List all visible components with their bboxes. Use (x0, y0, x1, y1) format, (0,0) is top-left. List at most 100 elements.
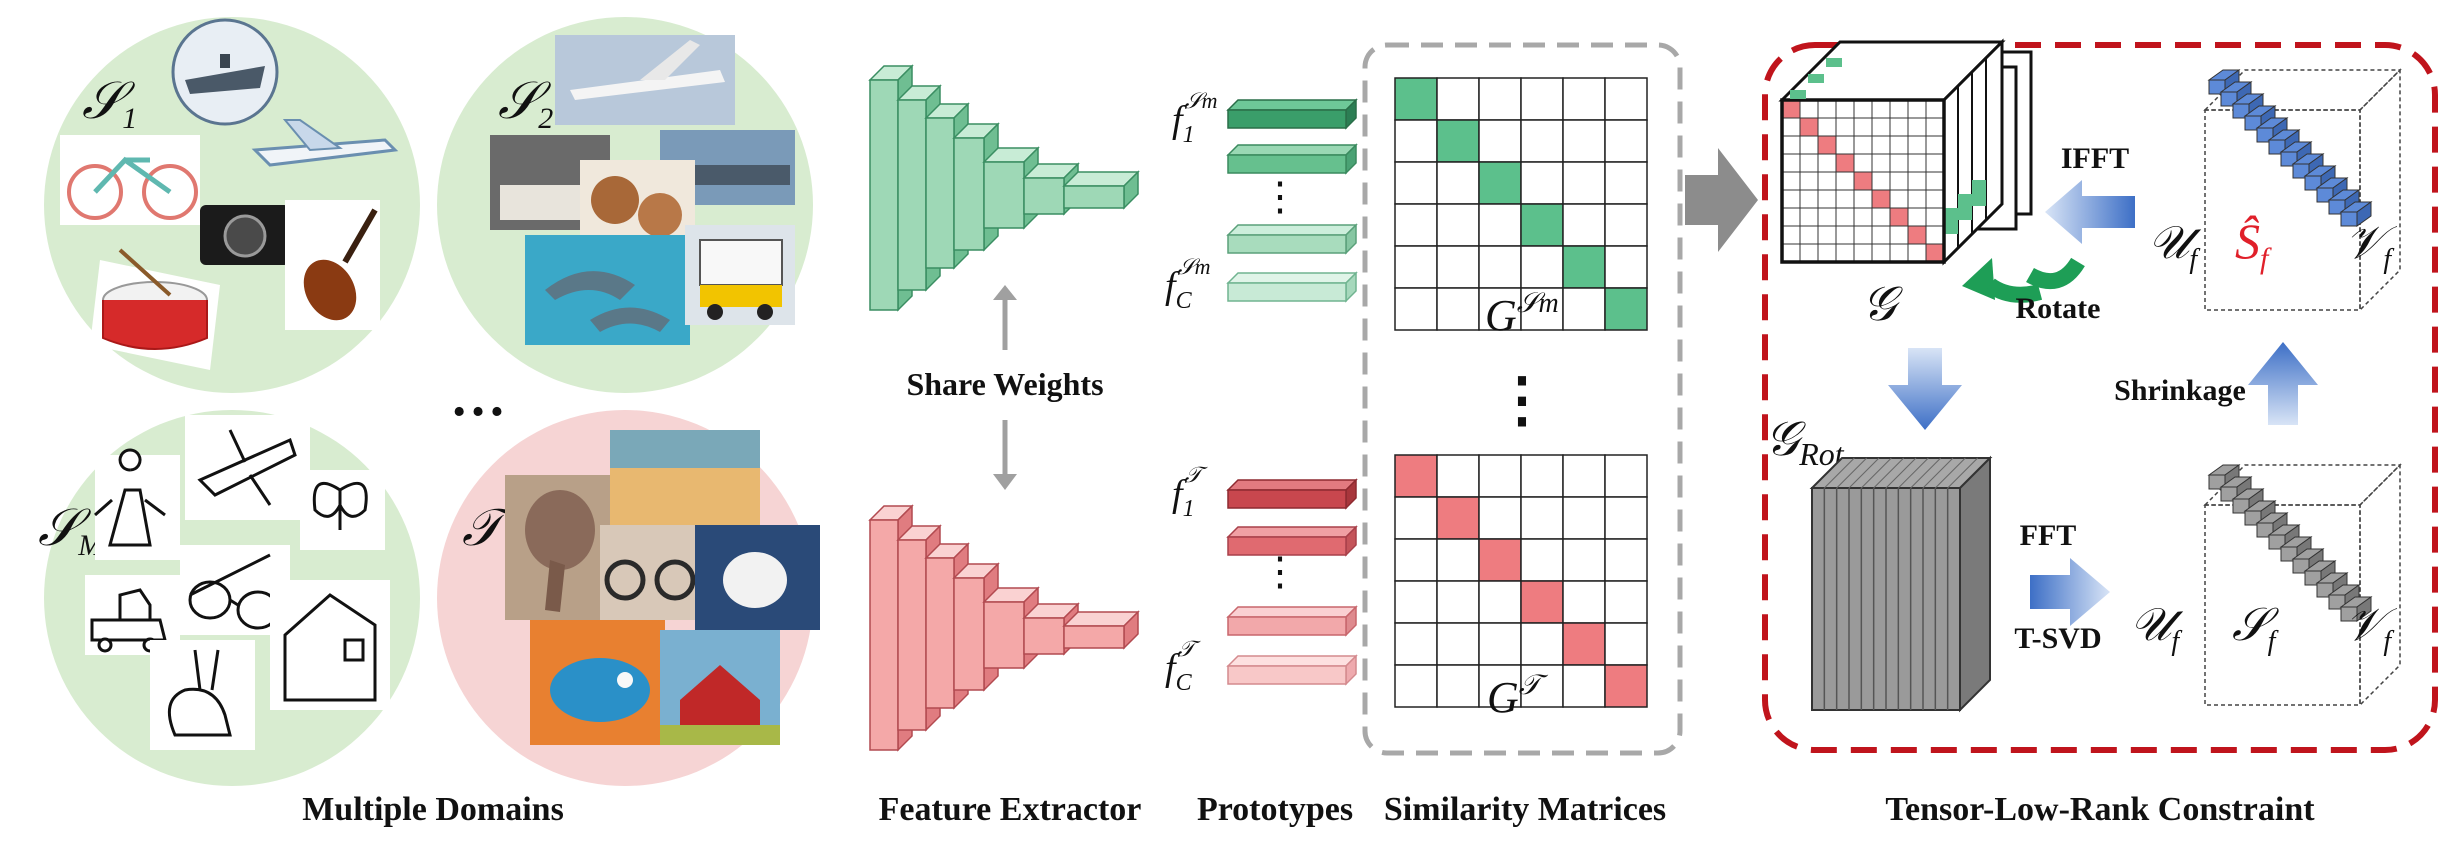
tensor-diagonal-cell (1781, 99, 1801, 119)
tensor-cell (1817, 243, 1837, 263)
tensor-cell (1817, 99, 1837, 119)
tensor-cell (1871, 117, 1891, 137)
tensor-cell (1907, 171, 1927, 191)
g-rot-side (1959, 455, 1991, 713)
similarity-cell (1562, 287, 1606, 331)
similarity-cell (1394, 245, 1438, 289)
tensor-cell (1799, 99, 1819, 119)
tensor-diagonal-cell (1889, 207, 1909, 227)
tensor-cell (1853, 99, 1873, 119)
t-beach-painting-image (610, 430, 760, 530)
similarity-cell (1478, 622, 1522, 666)
prototype-bar-top (1226, 272, 1358, 284)
s1-drum-image (90, 248, 220, 370)
tensor-side-cell (1958, 194, 1972, 220)
similarity-cell (1604, 538, 1648, 582)
tensor-cell (1835, 171, 1855, 191)
ifft-arrow: IFFT (2045, 142, 2135, 244)
svd-diagonal-side (2356, 201, 2372, 227)
tensor-cell (1835, 225, 1855, 245)
similarity-cell (1604, 496, 1648, 540)
tensor-cell (1871, 243, 1891, 263)
fe-layer-face (1063, 625, 1125, 649)
tensor-front-face (1780, 98, 1946, 264)
similarity-cell (1478, 287, 1522, 331)
similarity-cell (1394, 622, 1438, 666)
tensor-cell (1853, 153, 1873, 173)
prototype-bar-top (1226, 606, 1358, 618)
tensor-diagonal-cell (1853, 171, 1873, 191)
domain-s2-label: 𝒮2 (498, 73, 553, 135)
similarity-cell (1394, 580, 1438, 624)
tensor-side-cell (1944, 208, 1958, 234)
similarity-cell (1436, 161, 1480, 205)
similarity-diagonal-cell (1520, 580, 1564, 624)
prototype-bar (1227, 489, 1347, 509)
fe-layer-face (983, 601, 1025, 669)
tensor-cell (1925, 135, 1945, 155)
similarity-cell (1436, 77, 1480, 121)
tensor-cell (1799, 225, 1819, 245)
tensor-cell (1889, 171, 1909, 191)
similarity-cell (1520, 454, 1564, 498)
feature-extractor-top (868, 64, 1140, 312)
similarity-cell (1604, 119, 1648, 163)
s2-airplane-image (555, 35, 735, 125)
similarity-cell (1478, 245, 1522, 289)
tensor-cell (1781, 243, 1801, 263)
tensor-cell (1907, 99, 1927, 119)
prototypes-top (1226, 98, 1358, 303)
caption-prototypes: Prototypes (1197, 791, 1353, 828)
tensor-cell (1853, 189, 1873, 209)
t-bicycle-image (600, 525, 700, 620)
tsvd-label: T-SVD (2014, 622, 2101, 655)
tensor-diagonal-cell (1799, 117, 1819, 137)
tensor-cell (1871, 153, 1891, 173)
similarity-cell (1520, 119, 1564, 163)
similarity-cell (1478, 664, 1522, 708)
tensor-cell (1835, 207, 1855, 227)
tensor-cell (1889, 135, 1909, 155)
similarity-cell (1436, 245, 1480, 289)
fe-layer-face (983, 161, 1025, 229)
t-polar-bear-image (695, 525, 820, 630)
similarity-cell (1604, 77, 1648, 121)
tensor-cell (1889, 153, 1909, 173)
similarity-cell (1562, 538, 1606, 582)
tensor-cell (1853, 243, 1873, 263)
tensor-diagonal-cell (1925, 243, 1945, 263)
prototype-labels: f1𝒮m ⋮ fC𝒮m f1𝒯 ⋮ fC𝒯 (1165, 88, 1300, 696)
sm-angel-sketch (94, 448, 180, 560)
domain-s2-group: 𝒮2 (437, 17, 813, 393)
tensor-top-cell (1826, 58, 1842, 67)
g-rot-slice-line (1860, 457, 1892, 489)
similarity-diagonal-cell (1562, 245, 1606, 289)
prototype-bar (1227, 536, 1347, 556)
svd-diagonal-side (2356, 596, 2372, 622)
similarity-cell (1478, 496, 1522, 540)
tensor-cell (1817, 117, 1837, 137)
tensor-cell (1925, 117, 1945, 137)
v-bottom-label: 𝒱f (2345, 599, 2398, 657)
proto-bottom-dots: ⋮ (1260, 549, 1300, 594)
g-rot-slice-line (1873, 457, 1905, 489)
tensor-cell (1781, 135, 1801, 155)
similarity-cell (1478, 454, 1522, 498)
similarity-diagonal-cell (1478, 538, 1522, 582)
t-fish-image (530, 620, 665, 745)
similarity-cell (1520, 538, 1564, 582)
similarity-cell (1394, 287, 1438, 331)
similarity-cell (1478, 77, 1522, 121)
s-bottom-label: 𝒮f (2232, 599, 2279, 657)
t-barn-image (660, 630, 780, 745)
tensor-cell (1907, 207, 1927, 227)
similarity-cell (1394, 203, 1438, 247)
g-rot-slice-line (1885, 457, 1917, 489)
similarity-group-frame (1362, 42, 1683, 756)
prototype-bar-top (1226, 144, 1358, 156)
tensor-cell (1835, 189, 1855, 209)
prototype-bar (1227, 109, 1347, 129)
proto-bottom-first-label: f1𝒯 (1172, 462, 1209, 522)
fe-layer-face (953, 137, 985, 251)
feature-extractor-bottom (868, 504, 1140, 752)
